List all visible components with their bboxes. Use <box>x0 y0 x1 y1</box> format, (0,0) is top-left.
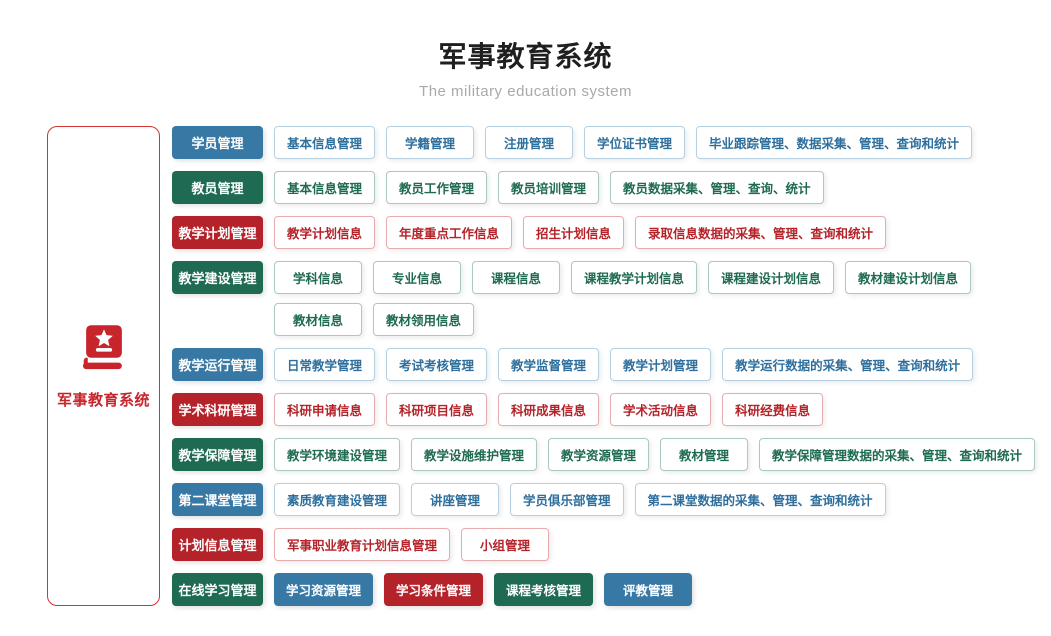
category-row: 学术科研管理科研申请信息科研项目信息科研成果信息学术活动信息科研经费信息 <box>172 393 1035 426</box>
category-button[interactable]: 教员管理 <box>172 171 263 204</box>
category-button[interactable]: 教学保障管理 <box>172 438 263 471</box>
module-button[interactable]: 毕业跟踪管理、数据采集、管理、查询和统计 <box>696 126 973 159</box>
page-header: 军事教育系统 The military education system <box>0 0 1051 100</box>
category-row: 在线学习管理学习资源管理学习条件管理课程考核管理评教管理 <box>172 573 1035 606</box>
module-button[interactable]: 基本信息管理 <box>274 171 376 204</box>
module-line: 科研申请信息科研项目信息科研成果信息学术活动信息科研经费信息 <box>274 393 824 426</box>
module-lines: 素质教育建设管理讲座管理学员俱乐部管理第二课堂数据的采集、管理、查询和统计 <box>274 483 886 516</box>
module-button[interactable]: 课程建设计划信息 <box>708 261 835 294</box>
module-button[interactable]: 小组管理 <box>461 528 550 561</box>
module-button[interactable]: 招生计划信息 <box>523 216 625 249</box>
module-button[interactable]: 教学监督管理 <box>498 348 600 381</box>
category-row: 教学保障管理教学环境建设管理教学设施维护管理教学资源管理教材管理教学保障管理数据… <box>172 438 1036 471</box>
module-button[interactable]: 年度重点工作信息 <box>386 216 513 249</box>
module-button[interactable]: 科研项目信息 <box>386 393 488 426</box>
category-row: 学员管理基本信息管理学籍管理注册管理学位证书管理毕业跟踪管理、数据采集、管理、查… <box>172 126 1035 159</box>
category-button[interactable]: 计划信息管理 <box>172 528 263 561</box>
module-lines: 学科信息专业信息课程信息课程教学计划信息课程建设计划信息教材建设计划信息教材信息… <box>274 261 972 336</box>
module-lines: 基本信息管理教员工作管理教员培训管理教员数据采集、管理、查询、统计 <box>274 171 824 204</box>
page-title: 军事教育系统 <box>438 41 613 72</box>
category-button[interactable]: 在线学习管理 <box>172 573 263 606</box>
module-button[interactable]: 学术活动信息 <box>610 393 712 426</box>
category-row: 教学计划管理教学计划信息年度重点工作信息招生计划信息录取信息数据的采集、管理、查… <box>172 216 1035 249</box>
module-button[interactable]: 考试考核管理 <box>386 348 488 381</box>
module-button[interactable]: 专业信息 <box>373 261 461 294</box>
module-button[interactable]: 评教管理 <box>604 573 693 606</box>
page-subtitle: The military education system <box>419 83 632 100</box>
module-button[interactable]: 科研经费信息 <box>722 393 824 426</box>
module-button[interactable]: 教学计划信息 <box>274 216 376 249</box>
module-button[interactable]: 教学设施维护管理 <box>411 438 538 471</box>
root-label: 军事教育系统 <box>56 392 150 409</box>
module-button[interactable]: 教学环境建设管理 <box>274 438 401 471</box>
module-button[interactable]: 教员培训管理 <box>498 171 600 204</box>
category-button[interactable]: 第二课堂管理 <box>172 483 263 516</box>
root-box[interactable]: 军事教育系统 <box>47 126 160 606</box>
module-lines: 军事职业教育计划信息管理小组管理 <box>274 528 550 561</box>
category-button[interactable]: 学员管理 <box>172 126 263 159</box>
module-line: 教学环境建设管理教学设施维护管理教学资源管理教材管理教学保障管理数据的采集、管理… <box>274 438 1036 471</box>
module-button[interactable]: 学习条件管理 <box>384 573 484 606</box>
category-row: 第二课堂管理素质教育建设管理讲座管理学员俱乐部管理第二课堂数据的采集、管理、查询… <box>172 483 1035 516</box>
module-button[interactable]: 军事职业教育计划信息管理 <box>274 528 451 561</box>
category-row: 教员管理基本信息管理教员工作管理教员培训管理教员数据采集、管理、查询、统计 <box>172 171 1035 204</box>
category-row: 教学运行管理日常教学管理考试考核管理教学监督管理教学计划管理教学运行数据的采集、… <box>172 348 1035 381</box>
module-lines: 日常教学管理考试考核管理教学监督管理教学计划管理教学运行数据的采集、管理、查询和… <box>274 348 974 381</box>
module-line: 日常教学管理考试考核管理教学监督管理教学计划管理教学运行数据的采集、管理、查询和… <box>274 348 974 381</box>
module-button[interactable]: 素质教育建设管理 <box>274 483 401 516</box>
module-button[interactable]: 教学计划管理 <box>610 348 712 381</box>
system-diagram: 军事教育系统 学员管理基本信息管理学籍管理注册管理学位证书管理毕业跟踪管理、数据… <box>47 126 1051 606</box>
module-lines: 教学计划信息年度重点工作信息招生计划信息录取信息数据的采集、管理、查询和统计 <box>274 216 887 249</box>
module-button[interactable]: 教材领用信息 <box>373 303 475 336</box>
category-button[interactable]: 学术科研管理 <box>172 393 263 426</box>
module-line: 教材信息教材领用信息 <box>274 303 971 336</box>
module-button[interactable]: 教材管理 <box>660 438 749 471</box>
module-button[interactable]: 教材信息 <box>274 303 362 336</box>
category-button[interactable]: 教学运行管理 <box>172 348 263 381</box>
module-button[interactable]: 学位证书管理 <box>584 126 686 159</box>
module-lines: 科研申请信息科研项目信息科研成果信息学术活动信息科研经费信息 <box>274 393 824 426</box>
category-button[interactable]: 教学建设管理 <box>172 261 263 294</box>
module-line: 军事职业教育计划信息管理小组管理 <box>274 528 550 561</box>
module-button[interactable]: 课程考核管理 <box>494 573 594 606</box>
rows: 学员管理基本信息管理学籍管理注册管理学位证书管理毕业跟踪管理、数据采集、管理、查… <box>172 126 1036 606</box>
module-lines: 学习资源管理学习条件管理课程考核管理评教管理 <box>274 573 693 606</box>
module-button[interactable]: 录取信息数据的采集、管理、查询和统计 <box>635 216 887 249</box>
module-line: 教学计划信息年度重点工作信息招生计划信息录取信息数据的采集、管理、查询和统计 <box>274 216 887 249</box>
module-button[interactable]: 教学资源管理 <box>548 438 650 471</box>
module-button[interactable]: 课程教学计划信息 <box>571 261 698 294</box>
module-button[interactable]: 教材建设计划信息 <box>845 261 972 294</box>
module-line: 素质教育建设管理讲座管理学员俱乐部管理第二课堂数据的采集、管理、查询和统计 <box>274 483 886 516</box>
module-button[interactable]: 学科信息 <box>274 261 362 294</box>
module-line: 学科信息专业信息课程信息课程教学计划信息课程建设计划信息教材建设计划信息 <box>274 261 972 294</box>
module-line: 基本信息管理学籍管理注册管理学位证书管理毕业跟踪管理、数据采集、管理、查询和统计 <box>274 126 973 159</box>
module-lines: 基本信息管理学籍管理注册管理学位证书管理毕业跟踪管理、数据采集、管理、查询和统计 <box>274 126 973 159</box>
module-line: 学习资源管理学习条件管理课程考核管理评教管理 <box>274 573 693 606</box>
module-button[interactable]: 教员数据采集、管理、查询、统计 <box>610 171 824 204</box>
module-button[interactable]: 学籍管理 <box>386 126 475 159</box>
module-lines: 教学环境建设管理教学设施维护管理教学资源管理教材管理教学保障管理数据的采集、管理… <box>274 438 1036 471</box>
module-button[interactable]: 讲座管理 <box>411 483 500 516</box>
module-button[interactable]: 学习资源管理 <box>274 573 374 606</box>
book-star-icon <box>78 322 130 374</box>
module-button[interactable]: 日常教学管理 <box>274 348 376 381</box>
module-button[interactable]: 第二课堂数据的采集、管理、查询和统计 <box>634 483 886 516</box>
category-button[interactable]: 教学计划管理 <box>172 216 263 249</box>
module-button[interactable]: 基本信息管理 <box>274 126 376 159</box>
module-button[interactable]: 科研成果信息 <box>498 393 600 426</box>
category-row: 教学建设管理学科信息专业信息课程信息课程教学计划信息课程建设计划信息教材建设计划… <box>172 261 1035 336</box>
module-button[interactable]: 教员工作管理 <box>386 171 488 204</box>
module-button[interactable]: 科研申请信息 <box>274 393 376 426</box>
module-button[interactable]: 课程信息 <box>472 261 560 294</box>
module-button[interactable]: 注册管理 <box>485 126 574 159</box>
module-button[interactable]: 教学运行数据的采集、管理、查询和统计 <box>722 348 974 381</box>
category-row: 计划信息管理军事职业教育计划信息管理小组管理 <box>172 528 1035 561</box>
module-button[interactable]: 教学保障管理数据的采集、管理、查询和统计 <box>759 438 1036 471</box>
module-button[interactable]: 学员俱乐部管理 <box>510 483 624 516</box>
module-line: 基本信息管理教员工作管理教员培训管理教员数据采集、管理、查询、统计 <box>274 171 824 204</box>
